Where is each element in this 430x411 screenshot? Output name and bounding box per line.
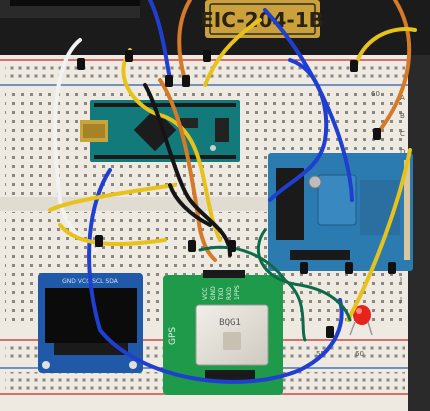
red-led <box>349 305 373 336</box>
row-letter: J <box>399 296 402 304</box>
wire-orange-1 <box>177 0 192 82</box>
pin-header <box>276 168 304 240</box>
row-letter: D <box>400 148 405 156</box>
arduino-nano <box>80 100 240 162</box>
wire-blue-1 <box>148 0 172 82</box>
wire-yellow-5 <box>48 183 177 212</box>
wire-pin-ends <box>77 50 396 338</box>
row-letter: B <box>400 112 405 120</box>
wire-black-2 <box>168 183 212 227</box>
wire-yellow-3 <box>121 48 222 242</box>
wire-blue-2 <box>263 8 354 202</box>
gps-pin-header <box>203 270 245 278</box>
wire-yellow-6 <box>58 223 167 247</box>
board-label-plate: EIC-204-1B <box>200 0 324 38</box>
gps-chip-text: BQG1 <box>219 318 241 328</box>
column-number-bottom-b: 60 <box>355 350 364 358</box>
wire-blue-4 <box>268 58 329 202</box>
display-module-blue <box>268 153 413 271</box>
gps-pin-label: 1PPS <box>234 285 241 300</box>
jumper-wires <box>48 0 417 384</box>
wire-orange-2 <box>378 0 412 132</box>
gps-pin-label: RXD <box>226 287 233 300</box>
column-number-top: 60 <box>371 90 380 98</box>
wire-blue-3 <box>87 168 344 384</box>
row-letter: C <box>400 130 405 138</box>
row-letter: I <box>400 276 402 284</box>
gps-pin-label: VCC <box>202 288 209 300</box>
wire-yellow-4 <box>346 148 412 322</box>
row-letter: A <box>400 94 405 102</box>
wire-green-2 <box>256 228 352 322</box>
wire-yellow-1 <box>203 18 262 87</box>
gps-pin-label: GND <box>210 286 217 300</box>
wire-black-1 <box>143 83 232 257</box>
gps-edge-text: GPS <box>168 327 178 345</box>
gps-pin-label: TXD <box>218 287 225 301</box>
